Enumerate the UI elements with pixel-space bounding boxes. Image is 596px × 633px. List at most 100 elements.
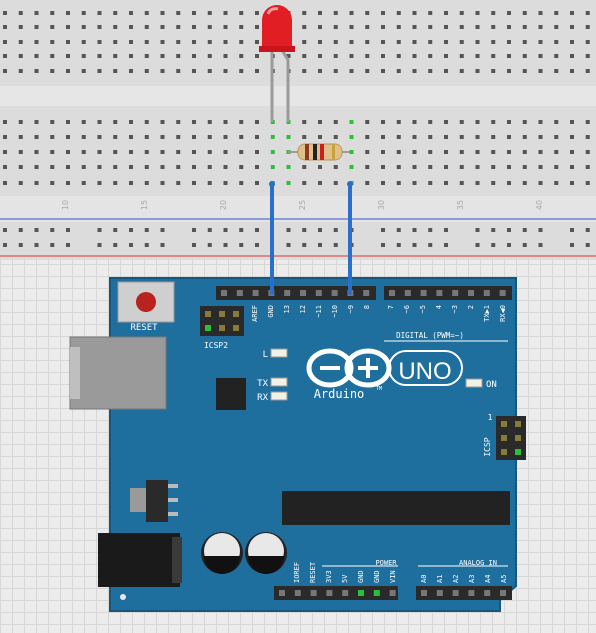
breadboard-hole	[97, 120, 102, 124]
breadboard-hole	[459, 165, 464, 169]
breadboard-hole	[302, 54, 307, 58]
rail-hole	[255, 228, 259, 232]
pin-label: 13	[283, 305, 291, 313]
pin-label: 2	[467, 305, 475, 309]
breadboard-hole	[113, 120, 118, 124]
breadboard-hole	[554, 54, 559, 58]
breadboard-hole	[444, 40, 448, 44]
breadboard-hole	[585, 120, 590, 124]
reset-button-cap[interactable]	[136, 292, 156, 312]
breadboard-hole	[286, 181, 291, 185]
breadboard-hole	[160, 165, 165, 169]
breadboard-hole	[412, 150, 417, 154]
breadboard-hole	[223, 165, 228, 169]
resistor[interactable]	[288, 143, 350, 161]
icsp2-header	[200, 306, 244, 336]
breadboard-hole	[286, 135, 291, 139]
power-pin-labels: IOREF RESET 3V3 5V GND GND VIN	[293, 561, 397, 583]
breadboard-hole	[176, 150, 181, 154]
rail-hole	[444, 243, 448, 247]
breadboard-hole	[396, 135, 401, 139]
icsp2-pin	[205, 311, 211, 317]
header-pin	[389, 290, 395, 296]
breadboard-hole	[459, 40, 464, 44]
resistor-band	[320, 144, 324, 160]
rail-hole	[507, 243, 511, 247]
header-pin	[358, 590, 364, 596]
power-jack-rim	[172, 537, 182, 583]
icsp2-pin	[205, 325, 211, 331]
breadboard-hole	[270, 150, 275, 154]
rail-hole	[50, 243, 55, 247]
wire-end	[347, 181, 353, 187]
mount-hole	[120, 594, 126, 600]
breadboard-hole	[207, 181, 212, 185]
breadboard-hole	[207, 120, 212, 124]
breadboard-hole	[34, 40, 39, 44]
rail-hole	[3, 243, 7, 247]
breadboard-hole	[444, 135, 448, 139]
rail-hole	[144, 243, 149, 247]
analog-header-pins	[421, 590, 506, 596]
breadboard-hole	[34, 25, 39, 29]
breadboard-hole	[522, 11, 527, 15]
breadboard-hole	[522, 54, 527, 58]
breadboard-hole	[491, 165, 496, 169]
breadboard-hole	[507, 25, 511, 29]
rail-hole	[333, 228, 338, 232]
breadboard-hole	[34, 135, 39, 139]
breadboard-hole	[570, 150, 574, 154]
breadboard-hole	[381, 40, 385, 44]
breadboard-hole	[192, 69, 196, 73]
pin-label: IOREF	[293, 562, 301, 583]
red-led[interactable]	[259, 5, 295, 122]
breadboard-hole	[554, 165, 559, 169]
breadboard-hole	[97, 69, 102, 73]
breadboard-hole	[129, 150, 133, 154]
breadboard-hole	[428, 54, 433, 58]
header-pin	[300, 290, 306, 296]
breadboard-hole	[50, 150, 55, 154]
breadboard-hole	[412, 11, 417, 15]
resistor-band	[332, 144, 335, 160]
breadboard-hole	[491, 135, 496, 139]
pin-label: ~11	[315, 305, 323, 318]
breadboard-hole	[50, 135, 55, 139]
breadboard-hole	[412, 40, 417, 44]
rail-hole	[412, 228, 417, 232]
breadboard-hole	[333, 135, 338, 139]
header-pin	[484, 590, 491, 596]
rail-hole	[286, 228, 291, 232]
power-header	[274, 586, 398, 600]
rail-hole	[491, 243, 496, 247]
header-pin	[331, 290, 338, 296]
on-label: ON	[486, 380, 497, 390]
breadboard-hole	[396, 165, 401, 169]
breadboard-hole	[160, 25, 165, 29]
breadboard-hole	[50, 181, 55, 185]
breadboard-hole	[381, 150, 385, 154]
breadboard-hole	[81, 40, 86, 44]
breadboard-hole	[302, 165, 307, 169]
breadboard-hole	[333, 181, 338, 185]
breadboard-hole	[585, 11, 590, 15]
breadboard-hole	[491, 181, 496, 185]
breadboard-hole	[459, 135, 464, 139]
breadboard-hole	[18, 25, 23, 29]
breadboard-hole	[50, 69, 55, 73]
breadboard-hole	[538, 165, 543, 169]
breadboard-hole	[223, 135, 228, 139]
breadboard-hole	[444, 11, 448, 15]
arduino-uno-board: RESET ICSP2 AREF GND 13 12 ~11 ~10 ~9 8 …	[69, 277, 526, 612]
rail-hole	[97, 228, 102, 232]
breadboard-hole	[3, 135, 7, 139]
breadboard-hole	[34, 181, 39, 185]
capacitor-stripe	[248, 556, 284, 574]
breadboard-hole	[3, 181, 7, 185]
breadboard-hole	[554, 11, 559, 15]
breadboard-hole	[66, 54, 70, 58]
breadboard-hole	[507, 135, 511, 139]
rail-hole	[475, 243, 480, 247]
breadboard-hole	[349, 150, 354, 154]
rail-hole	[160, 228, 165, 232]
